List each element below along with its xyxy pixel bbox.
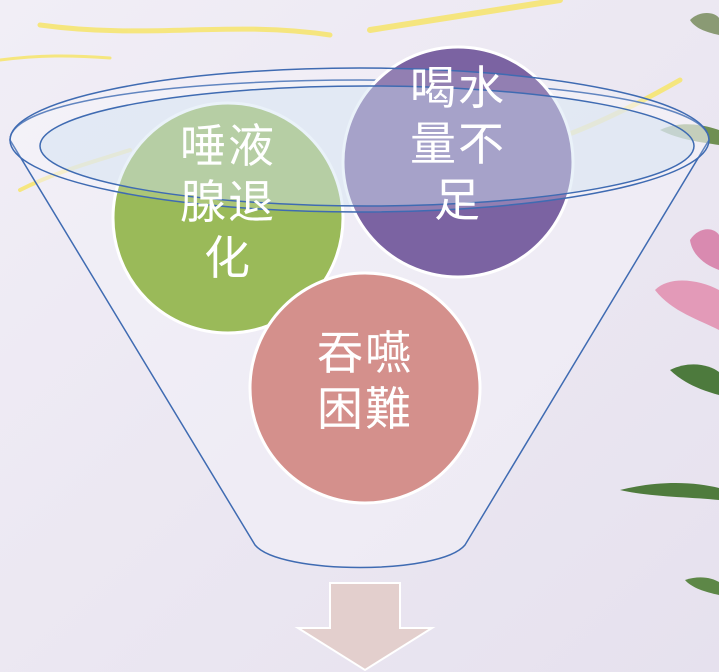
funnel-mouth-outer	[9, 67, 710, 213]
water-line-3: 足	[434, 173, 482, 228]
circle-water-intake	[341, 45, 575, 279]
funnel-mouth-inner	[39, 85, 695, 207]
water-line-2: 量不	[410, 117, 506, 172]
salivary-line-3: 化	[204, 231, 252, 286]
swallow-line-2: 困難	[317, 382, 413, 437]
circle-salivary-label: 唾液 腺退 化	[148, 118, 308, 286]
salivary-line-2: 腺退	[180, 175, 276, 230]
swallow-line-1: 吞嚥	[317, 326, 413, 380]
circle-salivary-gland	[111, 101, 345, 335]
circle-swallowing	[248, 271, 482, 505]
salivary-line-1: 唾液	[180, 119, 276, 173]
water-line-1: 喝水	[410, 61, 506, 115]
down-arrow	[294, 582, 436, 672]
circle-swallow-label: 吞嚥 困難	[285, 325, 445, 437]
circle-water-label: 喝水 量不 足	[378, 60, 538, 228]
